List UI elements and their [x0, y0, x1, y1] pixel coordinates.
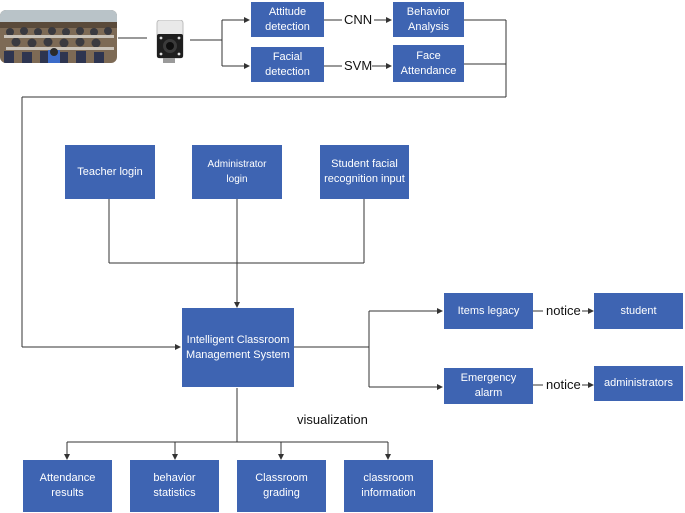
administrators-box: administrators	[594, 366, 683, 401]
attitude-detection-box: Attitude detection	[251, 2, 324, 37]
notice-label-1: notice	[546, 303, 581, 318]
items-legacy-box: Items legacy	[444, 293, 533, 329]
attendance-results-box: Attendance results	[23, 460, 112, 512]
face-attendance-box: Face Attendance	[393, 45, 464, 82]
classroom-photo	[0, 10, 117, 63]
svm-label: SVM	[344, 58, 373, 73]
emergency-alarm-box: Emergency alarm	[444, 368, 533, 404]
behavior-statistics-box: behavior statistics	[130, 460, 219, 512]
camera-icon	[149, 19, 187, 64]
cnn-label: CNN	[344, 12, 373, 27]
intelligent-classroom-system-box: Intelligent Classroom Management System	[182, 308, 294, 387]
visualization-label: visualization	[297, 412, 368, 427]
student-facial-input-box: Student facial recognition input	[320, 145, 409, 199]
facial-detection-box: Facial detection	[251, 47, 324, 82]
classroom-grading-box: Classroom grading	[237, 460, 326, 512]
administrator-login-box: Administrator login	[192, 145, 282, 199]
behavior-analysis-box: Behavior Analysis	[393, 2, 464, 37]
classroom-information-box: classroom information	[344, 460, 433, 512]
notice-label-2: notice	[546, 377, 581, 392]
teacher-login-box: Teacher login	[65, 145, 155, 199]
student-box: student	[594, 293, 683, 329]
